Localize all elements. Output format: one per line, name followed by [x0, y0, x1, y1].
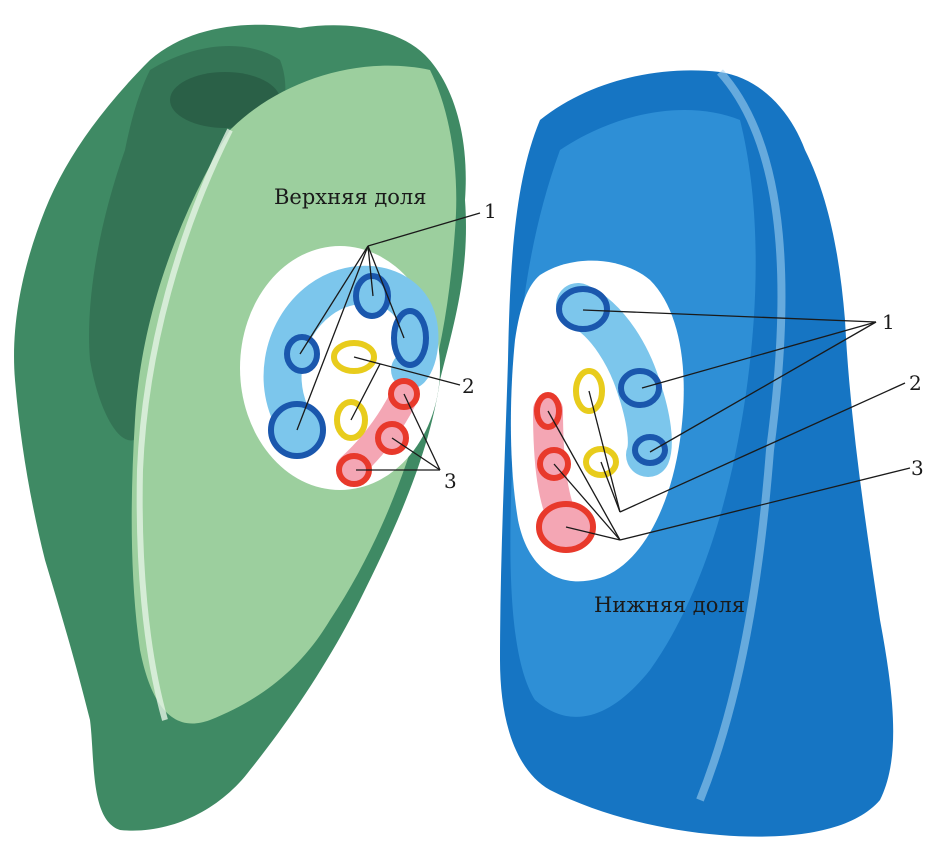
left-callout-3: 3 — [444, 469, 457, 493]
lower-lobe — [500, 70, 893, 836]
upper-lobe — [14, 25, 466, 831]
left-callout-1: 1 — [484, 199, 497, 223]
upper-bronchus-3 — [287, 337, 317, 371]
lower-bronchus-1 — [559, 289, 607, 329]
left-callout-2: 2 — [462, 374, 475, 398]
lower-bronchus-3 — [635, 437, 665, 463]
lower-bronchus-2 — [621, 371, 659, 405]
lower-lobe-label: Нижняя доля — [594, 593, 745, 617]
right-callout-1: 1 — [882, 310, 895, 334]
right-callout-2: 2 — [909, 371, 922, 395]
upper-bronchus-2 — [394, 311, 426, 365]
upper-lobe-label: Верхняя доля — [274, 185, 426, 209]
right-callout-3: 3 — [911, 456, 924, 480]
